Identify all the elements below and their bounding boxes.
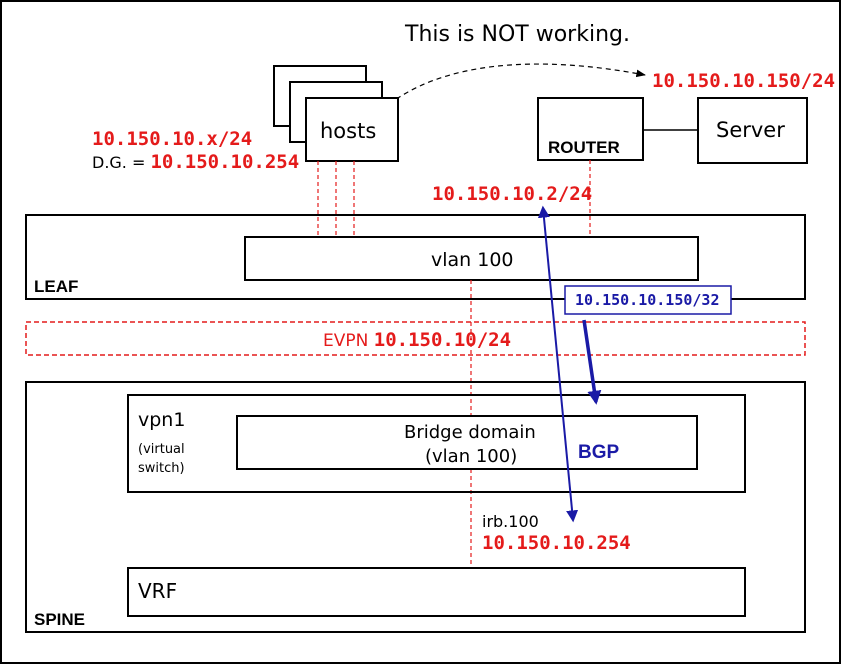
bridge-domain-line1: Bridge domain <box>404 422 536 443</box>
dg-value: 10.150.10.254 <box>150 151 299 173</box>
evpn-label: EVPN 10.150.10/24 <box>323 329 511 351</box>
evpn-box <box>25 321 806 356</box>
not-working-arrow <box>381 63 646 111</box>
server-ip: 10.150.10.150/24 <box>652 70 835 92</box>
leaf-vlan-box <box>244 236 699 281</box>
dg-prefix: D.G. = <box>92 153 150 172</box>
router-label: ROUTER <box>548 138 620 157</box>
server-box <box>697 97 808 164</box>
route-badge: 10.150.10.150/32 <box>575 291 720 309</box>
hosts-stack <box>273 65 399 162</box>
vpn1-label: vpn1 <box>138 409 185 431</box>
irb-ip: 10.150.10.254 <box>482 532 631 554</box>
vrf-box <box>127 567 746 617</box>
spine-label: SPINE <box>34 610 85 629</box>
irb-label: irb.100 <box>482 512 539 531</box>
router-ip: 10.150.10.2/24 <box>432 183 592 205</box>
evpn-prefix: EVPN <box>323 331 374 351</box>
vpn1-box <box>127 394 746 493</box>
bgp-session-arrow <box>537 205 579 523</box>
leaf-vlan-label: vlan 100 <box>431 249 514 271</box>
hosts-ip: 10.150.10.x/24 <box>92 128 252 150</box>
evpn-network: 10.150.10/24 <box>374 329 511 351</box>
vpn1-sub2: switch) <box>138 461 185 476</box>
leaf-label: LEAF <box>34 277 78 296</box>
hosts-label: hosts <box>320 119 376 143</box>
access-links <box>317 160 591 237</box>
bridge-domain-box <box>236 415 698 470</box>
hosts-default-gateway: D.G. = 10.150.10.254 <box>92 151 299 173</box>
bridge-domain-line2: (vlan 100) <box>425 446 517 467</box>
leaf-box <box>25 214 806 300</box>
vpn1-sub1: (virtual <box>138 442 185 457</box>
route-badge-box <box>564 285 732 315</box>
router-box <box>537 97 644 161</box>
bgp-label: BGP <box>578 442 620 463</box>
not-working-note: This is NOT working. <box>404 22 630 47</box>
server-label: Server <box>716 118 785 142</box>
vrf-label: VRF <box>138 579 177 603</box>
spine-box <box>25 381 806 633</box>
route-advertisement-arrow <box>582 319 602 405</box>
